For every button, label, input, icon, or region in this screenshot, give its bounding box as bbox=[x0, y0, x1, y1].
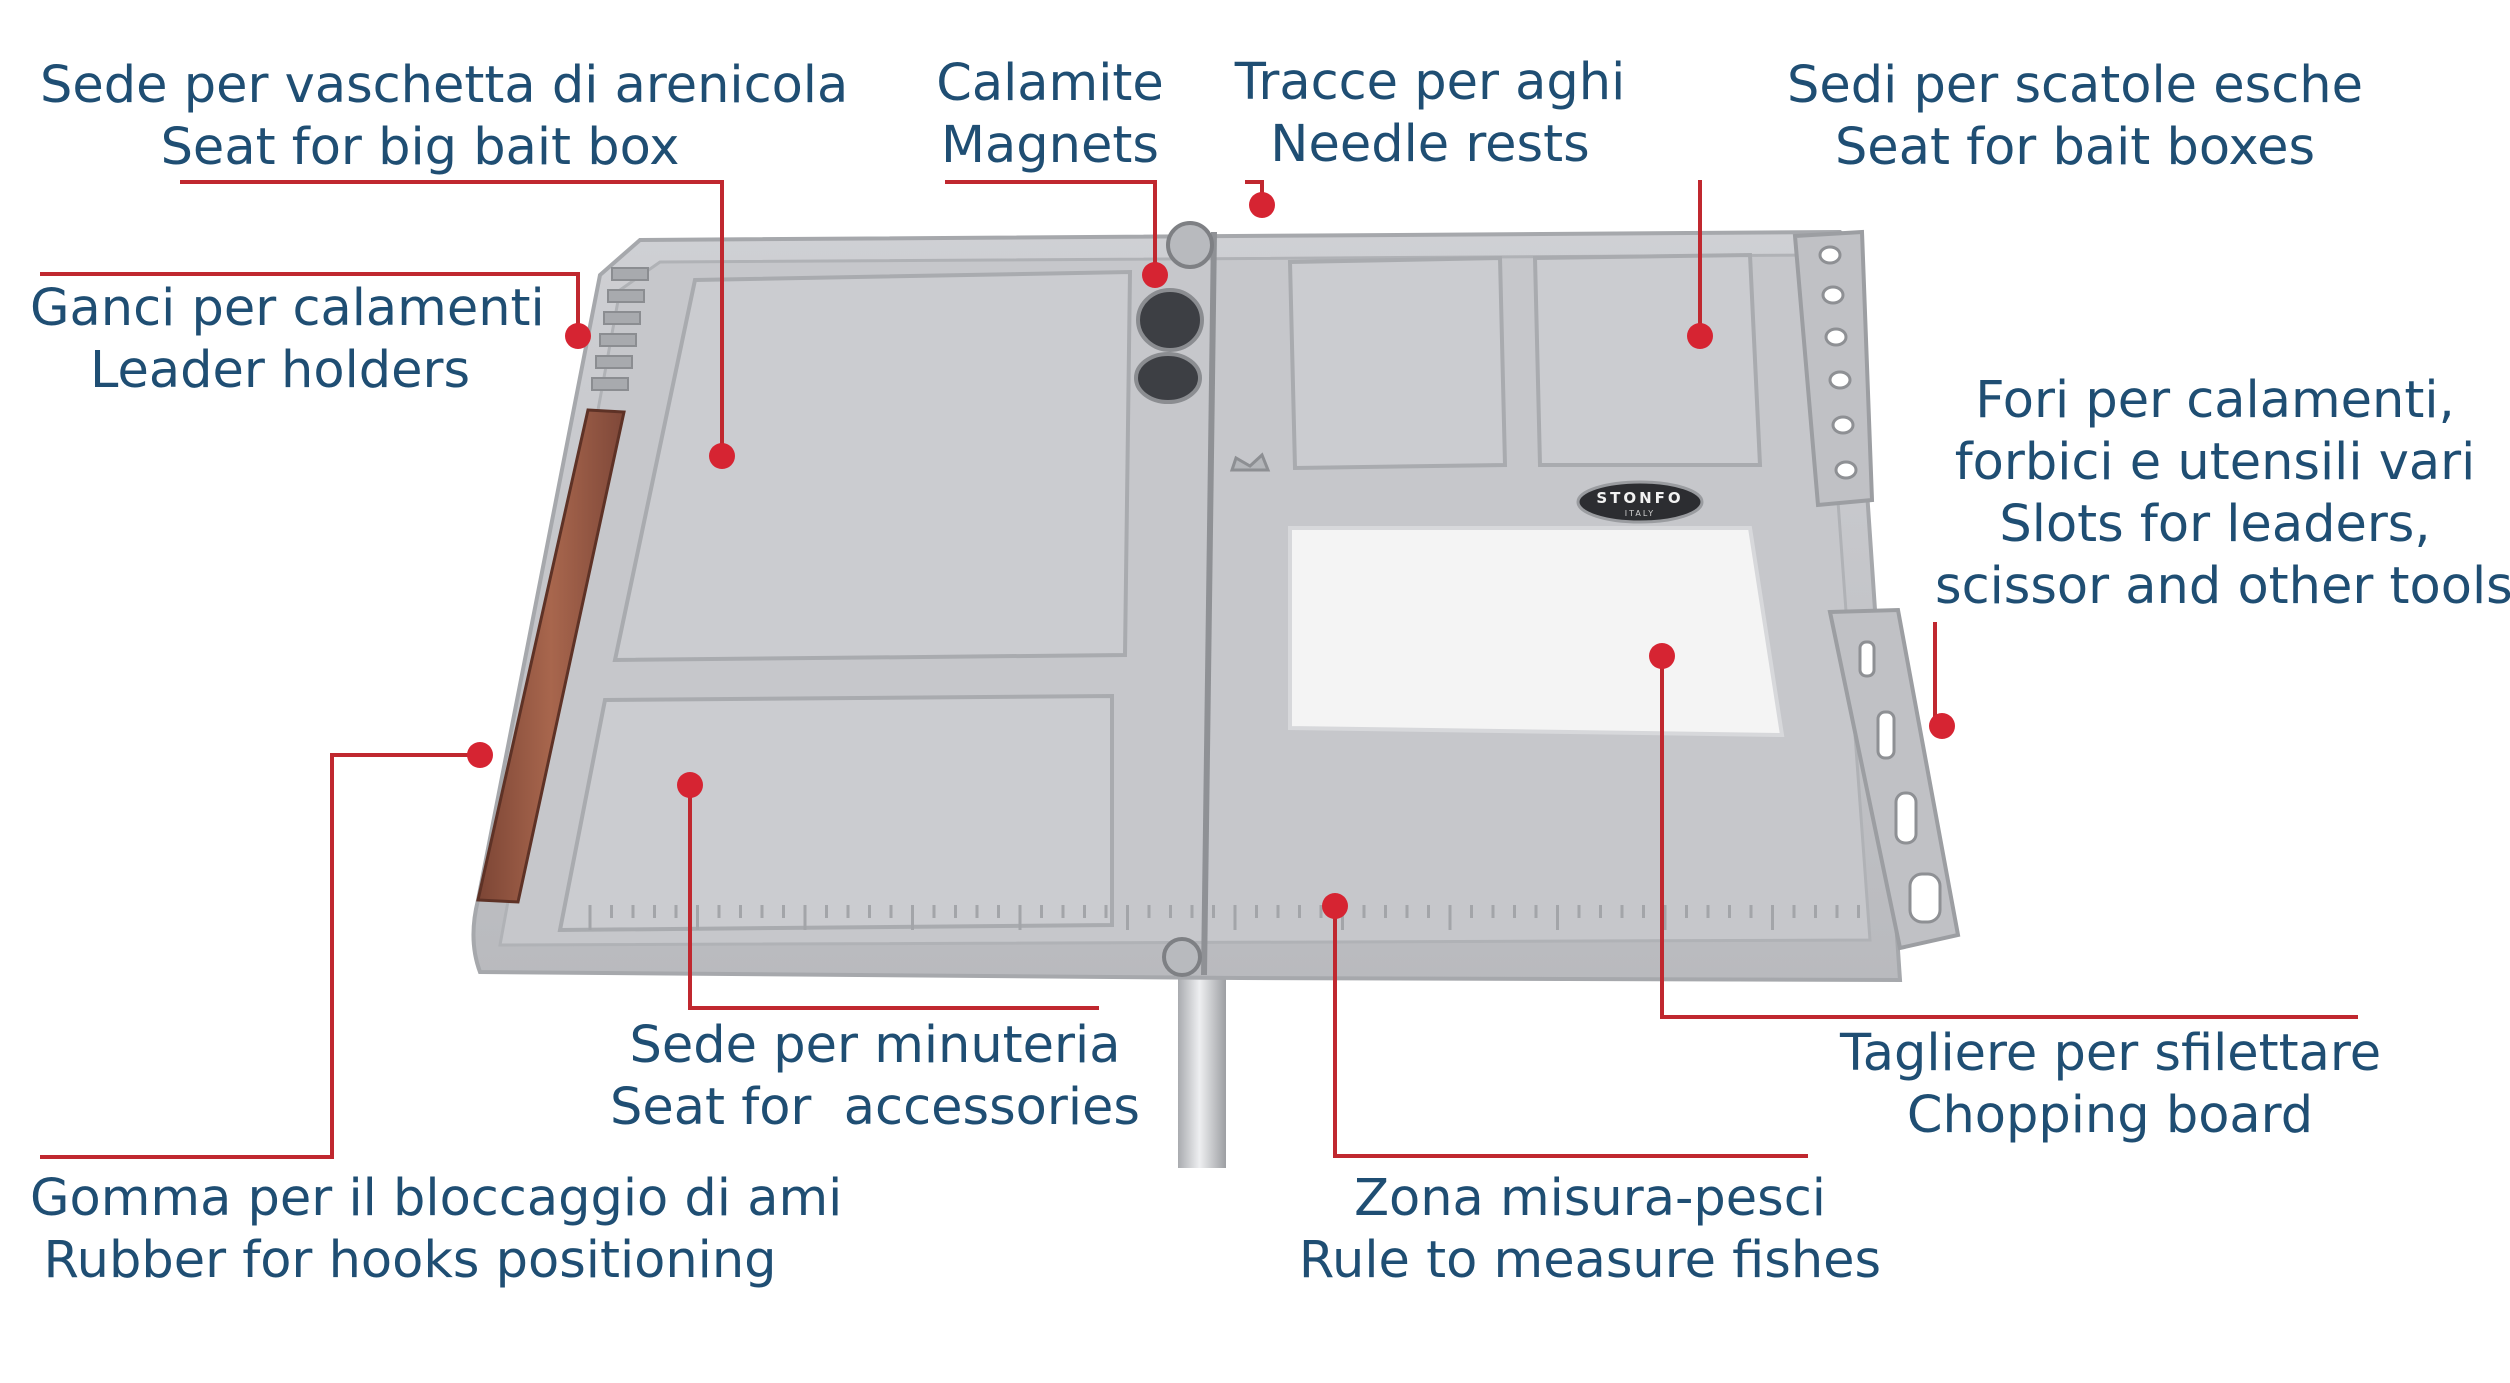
bait-boxes-en: Seat for bait boxes bbox=[1834, 118, 2316, 177]
ruler-en: Rule to measure fishes bbox=[1298, 1231, 1882, 1290]
rubber-it: Gomma per il bloccaggio di ami bbox=[30, 1169, 843, 1228]
dot-accessories bbox=[677, 772, 703, 798]
slots-it-1: Fori per calamenti, bbox=[1975, 371, 2455, 430]
tool-slot-holes-bottom bbox=[1858, 640, 1942, 924]
dot-ruler bbox=[1322, 893, 1348, 919]
hinge-knob-icon bbox=[1166, 221, 1214, 269]
bait-boxes-it: Sedi per scatole esche bbox=[1787, 56, 2363, 115]
callout-needle-rests: Tracce per aghi Needle rests bbox=[1220, 52, 1640, 176]
magnets-it: Calamite bbox=[936, 54, 1164, 113]
leader-holders-en: Leader holders bbox=[89, 341, 471, 400]
bait-box-seat-left bbox=[1287, 255, 1508, 471]
callout-chopping-board: Tagliere per sfilettare Chopping board bbox=[1840, 1023, 2382, 1147]
tray-hinge bbox=[1201, 231, 1217, 976]
accessories-it: Sede per minuteria bbox=[629, 1016, 1121, 1075]
callout-dots bbox=[467, 192, 1955, 919]
fish-ruler bbox=[588, 905, 1860, 930]
chopping-board bbox=[1288, 526, 1785, 738]
tool-slot-bar-bottom bbox=[1827, 607, 1961, 951]
callout-rubber: Gomma per il bloccaggio di ami Rubber fo… bbox=[30, 1168, 843, 1292]
leader-holders-it: Ganci per calamenti bbox=[30, 279, 545, 338]
tool-slot-holes-top bbox=[1818, 245, 1858, 480]
callout-slots: Fori per calamenti, forbici e utensili v… bbox=[1935, 370, 2510, 618]
callout-accessories: Sede per minuteria Seat for accessories bbox=[610, 1015, 1140, 1139]
dot-magnets bbox=[1142, 262, 1168, 288]
dot-needle-rests bbox=[1249, 192, 1275, 218]
support-pole bbox=[1178, 958, 1226, 1168]
leader-hooks bbox=[591, 267, 649, 391]
tool-slot-bar-top bbox=[1792, 229, 1875, 508]
accessories-en: Seat for accessories bbox=[610, 1078, 1140, 1137]
callout-bait-boxes: Sedi per scatole esche Seat for bait box… bbox=[1775, 55, 2375, 179]
slots-it-2: forbici e utensili vari bbox=[1954, 433, 2476, 492]
callout-bait-seat: Sede per vaschetta di arenicola Seat for… bbox=[40, 55, 849, 179]
dot-chopping-board bbox=[1649, 643, 1675, 669]
magnet-bottom-icon bbox=[1134, 352, 1202, 404]
leader-lines bbox=[40, 180, 2358, 1159]
needle-rest-clip-icon bbox=[1229, 452, 1271, 472]
dot-leader-holders bbox=[565, 323, 591, 349]
chopping-board-en: Chopping board bbox=[1906, 1086, 2314, 1145]
big-bait-box-seat bbox=[612, 269, 1133, 663]
hinge-knob-bottom-icon bbox=[1162, 937, 1202, 977]
hook-rubber-strip bbox=[476, 408, 626, 904]
callout-magnets: Calamite Magnets bbox=[920, 53, 1180, 177]
dot-rubber bbox=[467, 742, 493, 768]
dot-bait-boxes bbox=[1687, 323, 1713, 349]
bait-box-seat-right bbox=[1532, 252, 1763, 467]
svg-text:STONFO: STONFO bbox=[1596, 489, 1683, 507]
rubber-en: Rubber for hooks positioning bbox=[43, 1231, 777, 1290]
stonfo-logo: STONFO ITALY bbox=[1576, 480, 1704, 524]
chopping-board-it: Tagliere per sfilettare bbox=[1840, 1024, 2382, 1083]
callout-ruler: Zona misura-pesci Rule to measure fishes bbox=[1290, 1168, 1890, 1292]
dot-slots bbox=[1929, 713, 1955, 739]
magnet-top-icon bbox=[1136, 288, 1204, 352]
needle-rests-en: Needle rests bbox=[1270, 115, 1590, 174]
callout-leader-holders: Ganci per calamenti Leader holders bbox=[30, 278, 545, 402]
slots-en-1: Slots for leaders, bbox=[1999, 495, 2431, 554]
accessories-seat bbox=[557, 693, 1114, 933]
bait-seat-it: Sede per vaschetta di arenicola bbox=[40, 56, 849, 115]
ruler-it: Zona misura-pesci bbox=[1354, 1169, 1826, 1228]
dot-bait-seat bbox=[709, 443, 735, 469]
needle-rests-it: Tracce per aghi bbox=[1234, 53, 1626, 112]
svg-text:ITALY: ITALY bbox=[1625, 509, 1655, 518]
magnets-en: Magnets bbox=[941, 116, 1159, 175]
slots-en-2: scissor and other tools bbox=[1935, 557, 2510, 616]
bait-seat-en: Seat for big bait box bbox=[160, 118, 680, 177]
